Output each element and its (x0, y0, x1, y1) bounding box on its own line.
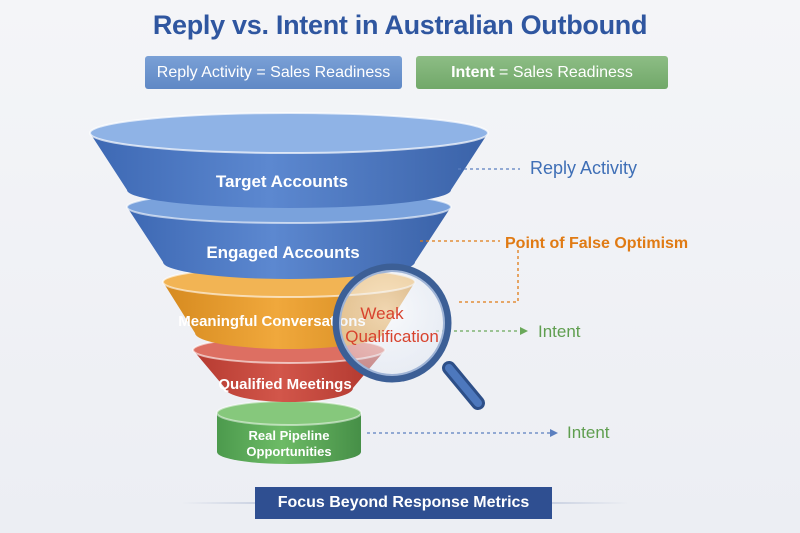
label-intent-1: Intent (538, 322, 581, 341)
stage-target-accounts (90, 113, 488, 208)
stage-label-target: Target Accounts (216, 172, 348, 191)
connector-false-optimism-drop (458, 250, 518, 302)
label-weak-line1: Weak (360, 304, 404, 323)
arrowhead-intent-1 (520, 327, 528, 335)
stage-label-pipeline-line1: Real Pipeline (249, 428, 330, 443)
stage-label-meetings: Qualified Meetings (218, 376, 351, 393)
arrowhead-intent-2 (550, 429, 558, 437)
footer-banner: Focus Beyond Response Metrics (255, 487, 552, 519)
stage-label-pipeline-line2: Opportunities (246, 444, 331, 459)
label-intent-2: Intent (567, 423, 610, 442)
label-false-optimism: Point of False Optimism (505, 235, 688, 252)
stage-label-engaged: Engaged Accounts (206, 243, 359, 262)
label-weak-line2: Qualification (345, 327, 439, 346)
label-reply-activity: Reply Activity (530, 158, 637, 178)
